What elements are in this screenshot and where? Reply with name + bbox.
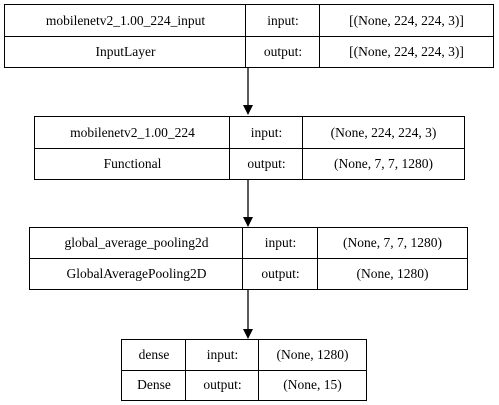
layer-type: Dense bbox=[137, 377, 171, 393]
input-label: input: bbox=[206, 347, 239, 363]
output-label: output: bbox=[203, 377, 242, 393]
output-shape: [(None, 224, 224, 3)] bbox=[349, 43, 464, 59]
input-shape: (None, 1280) bbox=[276, 347, 349, 363]
output-shape: (None, 7, 7, 1280) bbox=[334, 155, 433, 171]
output-label: output: bbox=[247, 155, 286, 171]
layer-name: mobilenetv2_1.00_224_input bbox=[45, 12, 206, 28]
input-shape: (None, 7, 7, 1280) bbox=[343, 235, 442, 251]
layer-name: global_average_pooling2d bbox=[64, 235, 209, 251]
input-label: input: bbox=[264, 235, 297, 251]
output-shape: (None, 15) bbox=[283, 377, 342, 393]
layer-name: mobilenetv2_1.00_224 bbox=[70, 124, 195, 140]
input-shape: (None, 224, 224, 3) bbox=[330, 124, 437, 140]
layer-type: Functional bbox=[103, 155, 162, 171]
input-label: input: bbox=[250, 124, 283, 140]
output-label: output: bbox=[263, 43, 303, 59]
layer-node-dense: dense Dense input: output: (None, 1280) … bbox=[121, 339, 367, 401]
layer-name: dense bbox=[138, 347, 170, 363]
layer-node-input: mobilenetv2_1.00_224_input InputLayer in… bbox=[4, 4, 494, 68]
input-shape: [(None, 224, 224, 3)] bbox=[349, 12, 464, 28]
output-shape: (None, 1280) bbox=[356, 265, 429, 281]
layer-node-functional: mobilenetv2_1.00_224 Functional input: o… bbox=[34, 116, 465, 180]
output-label: output: bbox=[261, 265, 300, 281]
input-label: input: bbox=[267, 12, 299, 28]
layer-type: GlobalAveragePooling2D bbox=[66, 265, 207, 281]
layer-node-pooling: global_average_pooling2d GlobalAveragePo… bbox=[29, 227, 468, 290]
layer-type: InputLayer bbox=[95, 43, 156, 59]
